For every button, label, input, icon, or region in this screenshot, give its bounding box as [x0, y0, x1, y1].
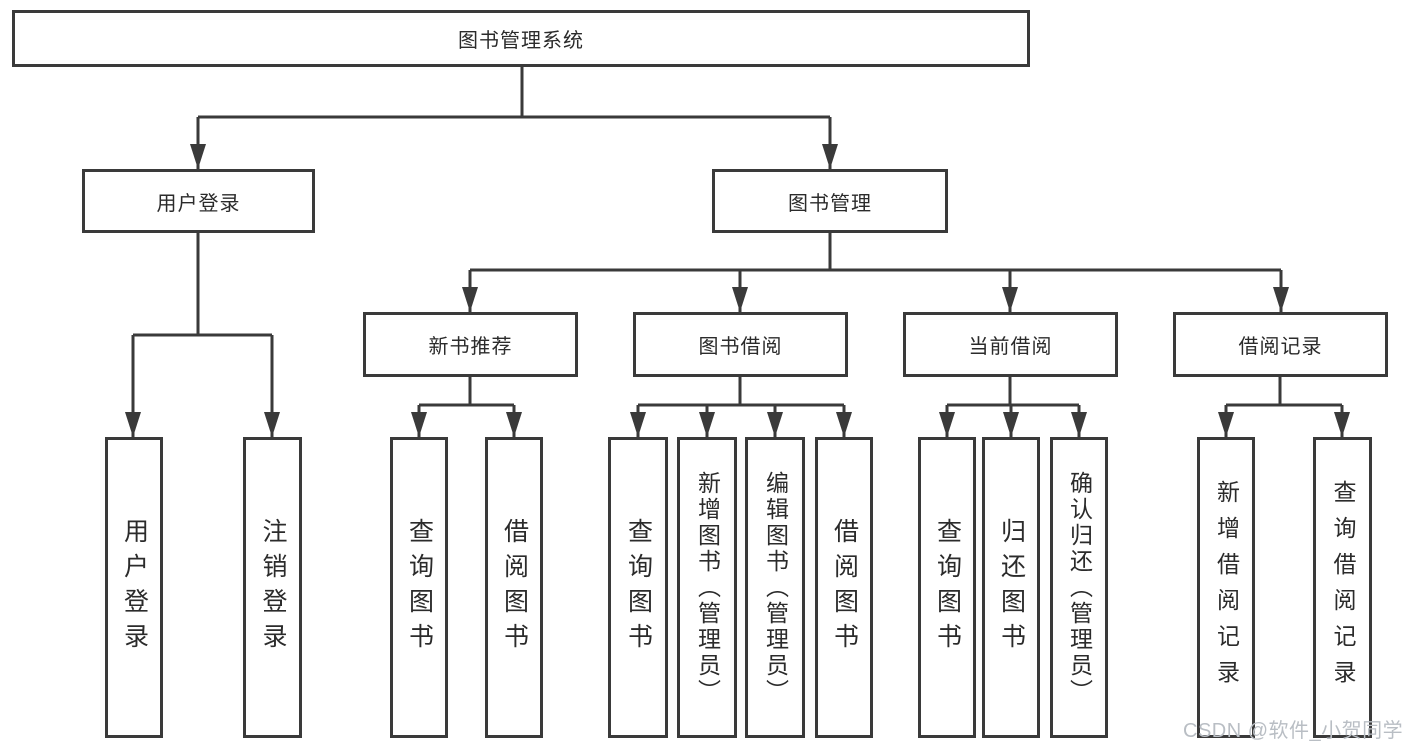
node-book-borrow: 图书借阅: [633, 312, 848, 377]
node-new-books: 新书推荐: [363, 312, 578, 377]
node-user-login: 用户登录: [82, 169, 315, 233]
leaf-borrow-book: 借阅图书: [815, 437, 873, 738]
leaf-current-query-label: 查询图书: [933, 517, 962, 658]
leaf-records-add: 新增借阅记录: [1197, 437, 1255, 738]
node-borrow-records-label: 借阅记录: [1238, 336, 1323, 358]
leaf-borrow-add-admin: 新增图书（管理员）: [677, 437, 737, 738]
node-book-mgmt-label: 图书管理: [788, 192, 872, 215]
csdn-watermark: CSDN @软件_小贺同学: [1183, 720, 1404, 742]
leaf-current-return: 归还图书: [982, 437, 1040, 738]
leaf-newbooks-query-label: 查询图书: [405, 517, 434, 658]
node-borrow-records: 借阅记录: [1173, 312, 1388, 377]
node-current-borrow: 当前借阅: [903, 312, 1118, 377]
node-root-label: 图书管理系统: [458, 30, 584, 52]
leaf-borrow-add-admin-label: 新增图书（管理员）: [694, 470, 721, 705]
leaf-current-confirm-admin-label: 确认归还（管理员）: [1066, 470, 1093, 705]
leaf-user-login: 用户登录: [105, 437, 163, 738]
leaf-records-query-label: 查询借阅记录: [1330, 479, 1356, 696]
leaf-current-query: 查询图书: [918, 437, 976, 738]
node-user-login-label: 用户登录: [156, 192, 241, 215]
leaf-current-return-label: 归还图书: [997, 517, 1026, 658]
leaf-borrow-edit-admin: 编辑图书（管理员）: [745, 437, 805, 738]
leaf-newbooks-borrow-label: 借阅图书: [500, 517, 529, 658]
leaf-user-login-label: 用户登录: [120, 517, 149, 658]
leaf-records-query: 查询借阅记录: [1313, 437, 1372, 738]
leaf-newbooks-query: 查询图书: [390, 437, 448, 738]
node-root: 图书管理系统: [12, 10, 1030, 67]
leaf-records-add-label: 新增借阅记录: [1213, 479, 1240, 696]
node-new-books-label: 新书推荐: [428, 336, 513, 358]
leaf-borrow-query: 查询图书: [608, 437, 668, 738]
node-book-borrow-label: 图书借阅: [698, 336, 783, 358]
leaf-logout: 注销登录: [243, 437, 302, 738]
node-book-mgmt: 图书管理: [712, 169, 948, 233]
leaf-borrow-edit-admin-label: 编辑图书（管理员）: [762, 470, 789, 705]
leaf-logout-label: 注销登录: [259, 517, 287, 658]
leaf-borrow-book-label: 借阅图书: [830, 517, 859, 658]
leaf-current-confirm-admin: 确认归还（管理员）: [1050, 437, 1108, 738]
leaf-borrow-query-label: 查询图书: [624, 517, 653, 658]
leaf-newbooks-borrow: 借阅图书: [485, 437, 543, 738]
node-current-borrow-label: 当前借阅: [968, 336, 1053, 358]
